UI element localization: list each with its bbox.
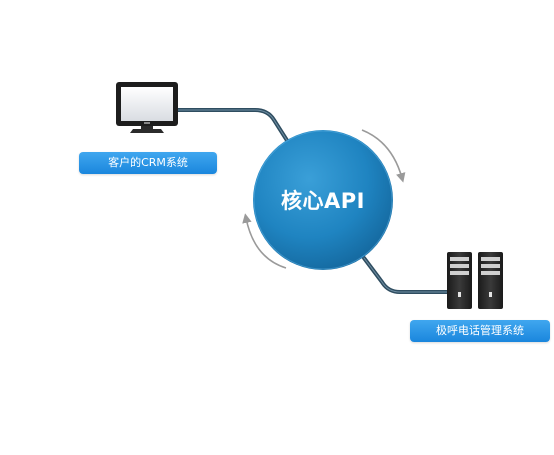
server-icon [447, 252, 503, 309]
crm-system-label: 客户的CRM系统 [79, 152, 217, 174]
cycle-arrow-top-right [361, 129, 406, 183]
phone-system-label: 极呼电话管理系统 [410, 320, 550, 342]
cycle-arrow-bottom-left [242, 213, 287, 269]
monitor-icon [116, 82, 178, 133]
core-api-label: 核心API [281, 189, 365, 213]
crm-connector [176, 108, 290, 144]
core-api-circle [253, 130, 393, 270]
